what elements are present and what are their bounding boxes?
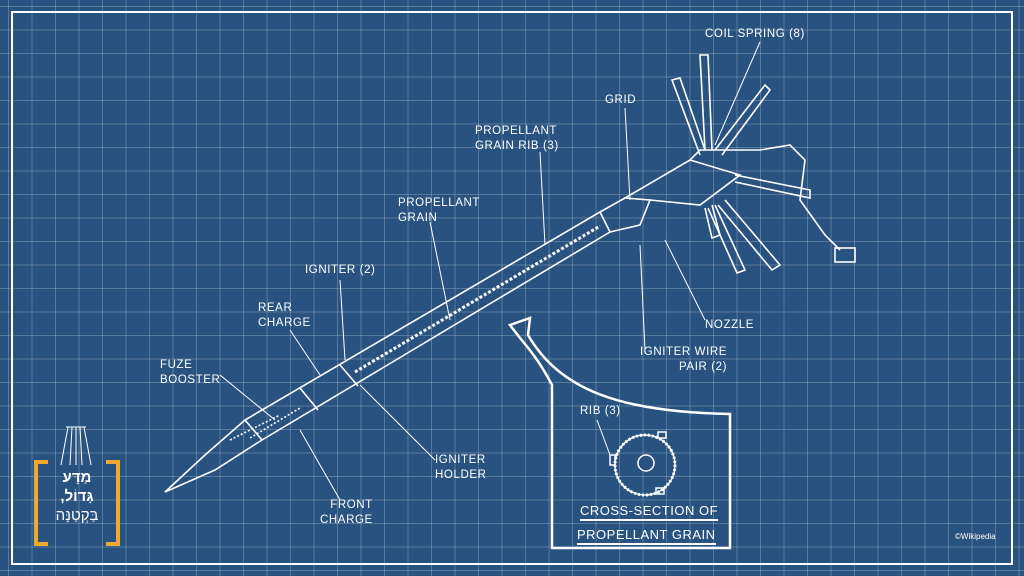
label-igniter: IGNITER (2) (305, 264, 376, 276)
inset-caption-line2: PROPELLANT GRAIN (577, 527, 716, 545)
credit: ©Wikipedia (955, 532, 996, 541)
label-nozzle: NOZZLE (705, 319, 754, 331)
label-propellant-grain: PROPELLANT GRAIN (398, 197, 481, 224)
logo-line1: מַדָּע (62, 469, 92, 486)
leader-lines (219, 41, 761, 501)
logo: מַדָּע גָּדוֹל, בַּקְטַנָּה (34, 460, 120, 546)
inset-callout (507, 316, 732, 550)
logo-text: מַדָּע גָּדוֹל, בַּקְטַנָּה (34, 468, 120, 525)
label-grid: GRID (605, 94, 637, 106)
label-front-charge: FRONT CHARGE (320, 499, 373, 526)
fins (670, 54, 811, 275)
lamp-icon (60, 426, 92, 466)
label-rear-charge: REAR CHARGE (258, 302, 311, 329)
label-propellant-grain-rib: PROPELLANT GRAIN RIB (3) (475, 125, 559, 152)
rocket-body (164, 144, 856, 493)
logo-line2: גָּדוֹל, (60, 488, 94, 505)
label-coil-spring: COIL SPRING (8) (705, 28, 805, 40)
logo-line3: בַּקְטַנָּה (55, 507, 99, 524)
logo-bracket-right (106, 460, 120, 546)
label-igniter-holder: IGNITER HOLDER (435, 454, 487, 481)
cross-section-icon (596, 419, 677, 497)
label-igniter-wire-pair: IGNITER WIRE PAIR (2) (640, 346, 728, 373)
logo-bracket-left (34, 460, 48, 546)
frame-border (11, 11, 1013, 565)
label-rib: RIB (3) (580, 405, 621, 417)
inset-caption-line1: CROSS-SECTION OF (580, 503, 719, 521)
label-fuze-booster: FUZE BOOSTER (160, 359, 221, 386)
